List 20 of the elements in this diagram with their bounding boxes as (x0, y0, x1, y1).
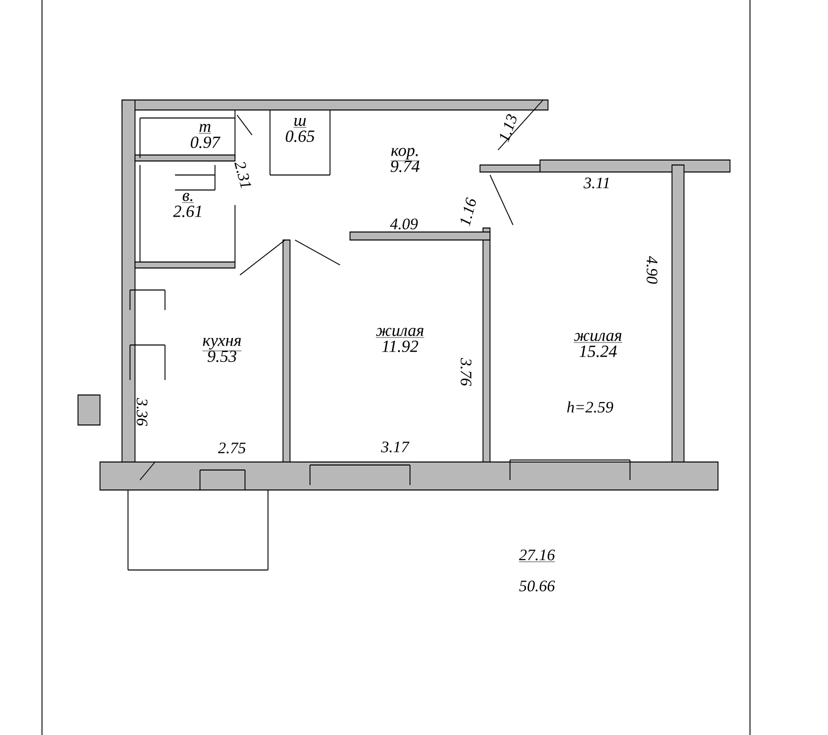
dimension-label: 3.11 (584, 178, 609, 188)
dimension-label: 4.90 (646, 256, 658, 284)
dimension-label: 2.31 (234, 162, 252, 188)
dimension-label: 3.17 (381, 442, 410, 452)
room-label: т 0.97 (190, 124, 220, 148)
room-label: ш 0.65 (286, 118, 314, 142)
dimension-label: 4.09 (390, 218, 418, 230)
dimension-label: 1.16 (460, 197, 476, 226)
room-label: жилая 15.24 (574, 332, 622, 358)
room-label: жилая 11.92 (376, 328, 424, 352)
room-label: в. 2.61 (173, 192, 202, 218)
dimension-label: 27.16 (518, 550, 556, 562)
dimension-label: 3.36 (136, 398, 148, 426)
dimension-label: 50.66 (519, 580, 555, 592)
room-label: кухня 9.53 (202, 338, 242, 362)
room-label: кор. 9.74 (390, 148, 420, 172)
dimension-label: 1.13 (500, 114, 516, 142)
dimension-label: h=2.59 (567, 401, 614, 413)
dimension-label: 3.76 (460, 358, 472, 386)
dimension-label: 2.75 (218, 442, 246, 454)
